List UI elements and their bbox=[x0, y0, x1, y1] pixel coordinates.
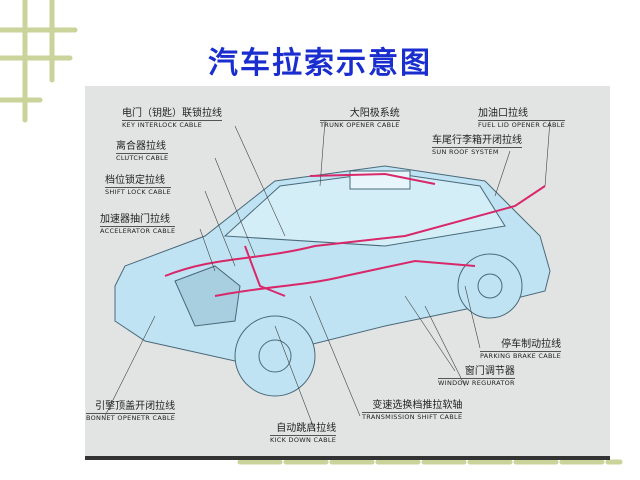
cable-routes bbox=[164, 172, 546, 297]
car-cutaway-illustration bbox=[104, 120, 551, 432]
slide-title: 汽车拉索示意图 bbox=[208, 46, 432, 81]
rear-wheel bbox=[457, 253, 523, 319]
engine bbox=[174, 265, 241, 327]
front-wheel bbox=[234, 315, 316, 397]
